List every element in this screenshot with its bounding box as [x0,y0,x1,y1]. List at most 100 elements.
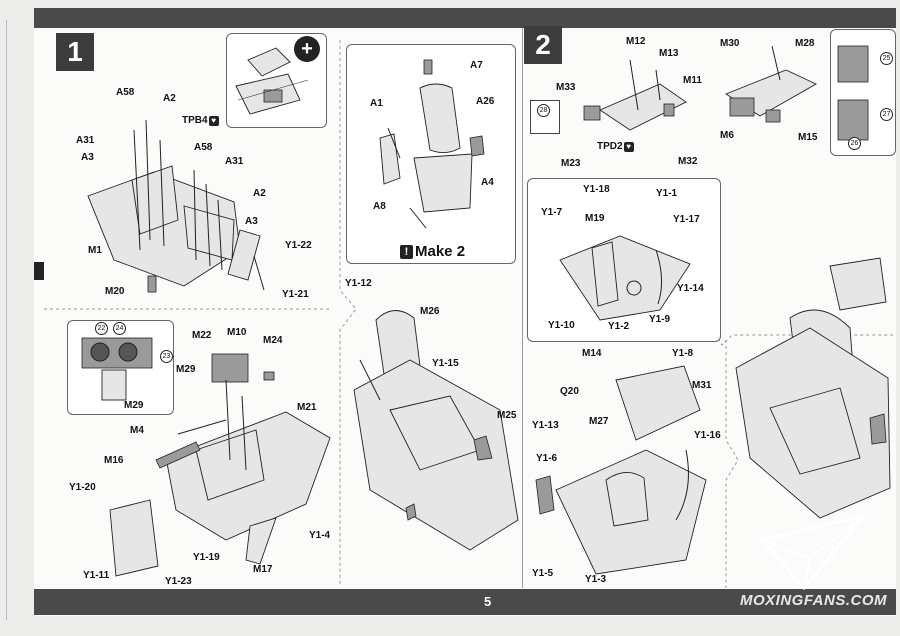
label-m26: M26 [420,306,440,317]
label-m1: M1 [88,245,102,256]
label-y19: Y1-9 [649,314,671,325]
cockpit-tub-drawing-2 [109,353,331,577]
step-number-1: 1 [56,33,94,71]
label-y111: Y1-11 [83,570,110,581]
label-a3: A3 [81,152,94,163]
seat-drawing [379,59,485,229]
label-q20: Q20 [560,386,579,397]
decal-number-26: 26 [848,137,861,150]
decal-number-27: 27 [880,108,893,121]
label-a58b: A58 [194,142,213,153]
label-m22: M22 [192,330,212,341]
label-y116: Y1-16 [694,430,721,441]
console-drawing [725,45,817,123]
sidewall-drawing [559,235,691,321]
label-y16: Y1-6 [536,453,558,464]
label-m33: M33 [556,82,576,93]
step-number-2: 2 [524,26,562,64]
label-m4: M4 [130,425,144,436]
label-y119: Y1-19 [193,552,220,563]
label-m32: M32 [678,156,698,167]
seat-subassembly-box [346,44,516,264]
decal-panels-drawing [837,45,869,141]
label-y11: Y1-1 [656,188,678,199]
label-m14: M14 [582,348,602,359]
label-m25: M25 [497,410,517,421]
label-a3b: A3 [245,216,258,227]
gunsight-drawing [235,47,309,115]
label-y117: Y1-17 [673,214,700,225]
label-y118: Y1-18 [583,184,610,195]
bottom-bar [34,589,896,615]
cockpit-final-drawing [735,257,891,519]
label-a31: A31 [76,135,95,146]
warning-icon: ! [400,245,413,259]
label-y17: Y1-7 [541,207,563,218]
decal-28-box [530,100,560,134]
label-m28: M28 [795,38,815,49]
label-y12: Y1-2 [608,321,630,332]
label-m16: M16 [104,455,124,466]
label-a2b: A2 [253,188,266,199]
label-tpd2: TPD2♥ [597,141,634,152]
decal-number-22: 22 [95,322,108,335]
label-y110: Y1-10 [548,320,575,331]
label-y122: Y1-22 [285,240,312,251]
page-binding-edge [6,20,29,620]
label-y114: Y1-14 [677,283,704,294]
instrument-panel-drawing [81,337,153,401]
label-m10: M10 [227,327,247,338]
cockpit-drawing-step2 [535,365,707,575]
label-y15: Y1-5 [532,568,554,579]
label-m15: M15 [798,132,818,143]
label-m13: M13 [659,48,679,59]
label-m31: M31 [692,380,712,391]
glue-heart-icon-2: ♥ [623,142,634,152]
label-y123: Y1-23 [165,576,192,587]
page-divider [522,28,523,588]
label-m29-decal: M29 [124,400,144,411]
make-2-note: !Make 2 [400,243,465,260]
page-number: 5 [484,594,492,609]
label-a1: A1 [370,98,383,109]
label-m24: M24 [263,335,283,346]
label-a58: A58 [116,87,135,98]
label-y113: Y1-13 [532,420,559,431]
label-m27: M27 [589,416,609,427]
label-m19: M19 [585,213,605,224]
section-separators-right [528,334,896,588]
decal-number-24: 24 [113,322,126,335]
label-y121: Y1-21 [282,289,309,300]
label-m17: M17 [253,564,273,575]
label-a2: A2 [163,93,176,104]
make-2-text: Make 2 [415,243,466,260]
decal-number-23: 23 [160,350,173,363]
zoom-icon: + [294,36,320,62]
label-y115: Y1-15 [432,358,459,369]
watermark-text: MOXINGFANS.COM [740,592,888,609]
label-y18: Y1-8 [672,348,694,359]
label-a7: A7 [470,60,483,71]
section-separators [44,40,357,585]
label-m21: M21 [297,402,317,413]
cockpit-tub-drawing-1 [87,119,265,293]
label-m12: M12 [626,36,646,47]
rear-bulkhead-drawing [583,59,687,131]
label-y13: Y1-3 [585,574,607,585]
label-y120: Y1-20 [69,482,96,493]
label-tpb4-text: TPB4 [182,115,208,126]
glue-heart-icon: ♥ [208,116,219,126]
decal-number-25: 25 [880,52,893,65]
top-bar [34,8,896,28]
label-m30: M30 [720,38,740,49]
label-y112: Y1-12 [345,278,372,289]
registration-mark [34,262,44,280]
cockpit-assembled-drawing [353,310,519,551]
label-tpd2-text: TPD2 [597,141,623,152]
label-m23: M23 [561,158,581,169]
label-m11: M11 [683,75,702,86]
label-a31b: A31 [225,156,244,167]
label-m20: M20 [105,286,125,297]
paper-plane-logo [759,513,869,591]
label-m6: M6 [720,130,734,141]
